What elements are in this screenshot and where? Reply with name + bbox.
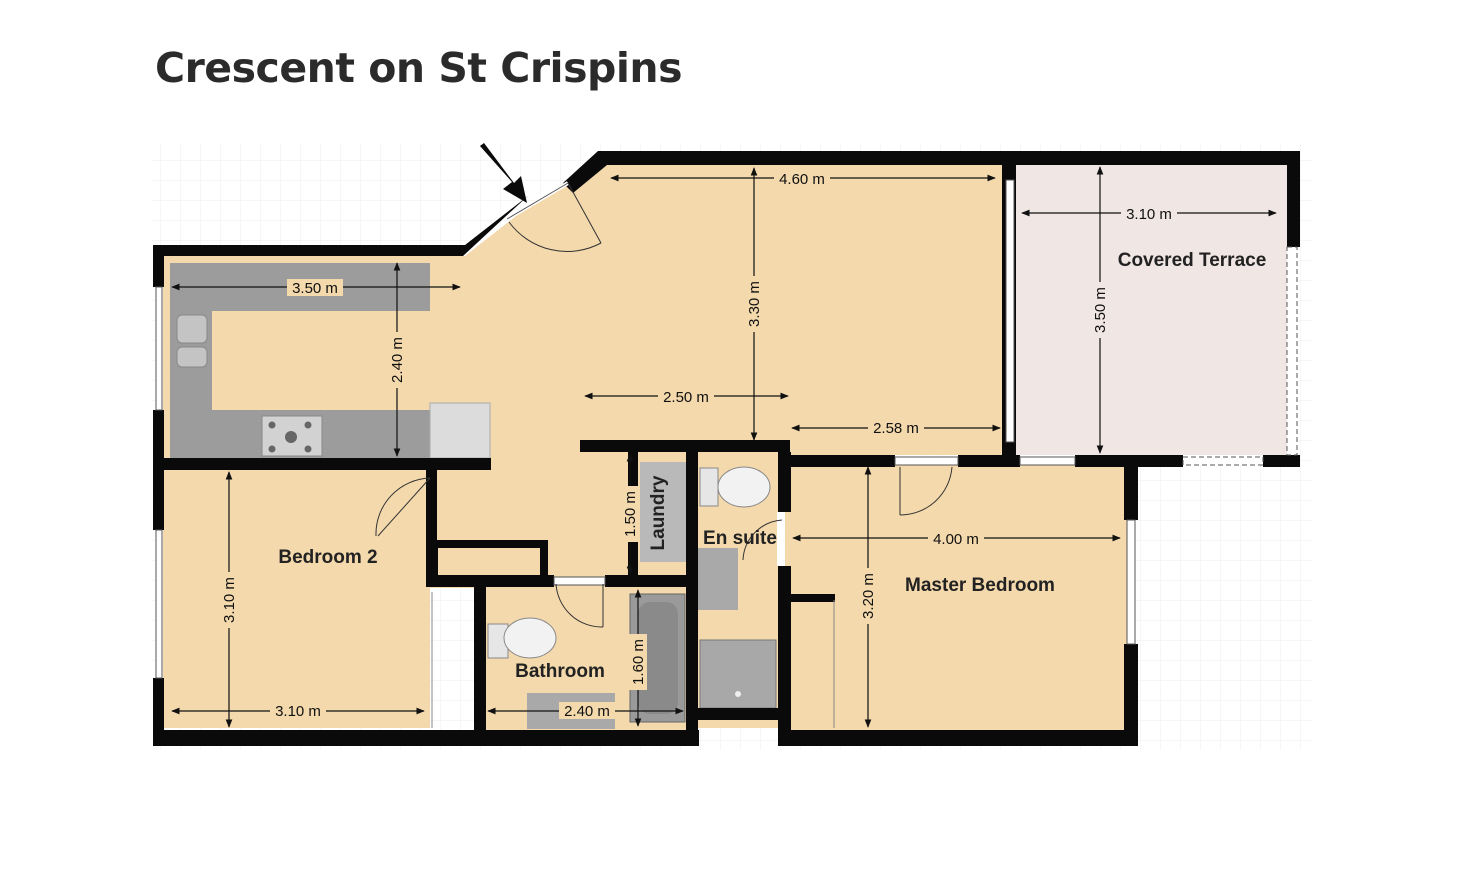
dim-master-depth: 3.20 m	[860, 573, 877, 619]
dim-bath-depth: 1.60 m	[630, 639, 647, 685]
windows	[155, 179, 1298, 679]
toilet-icon	[699, 466, 771, 508]
shower-icon	[699, 639, 777, 709]
laundry-tub	[640, 462, 688, 562]
dim-living-width: 4.60 m	[779, 171, 825, 188]
page-title: Crescent on St Crispins	[155, 44, 683, 92]
entry-arrow-icon	[480, 143, 527, 203]
dim-terrace-depth: 3.50 m	[1092, 287, 1109, 333]
room-labels: Covered Terrace Bedroom 2 Laundry En sui…	[278, 250, 1266, 682]
room-bathroom: Bathroom	[515, 661, 605, 682]
dimension-labels: 4.60 m 3.30 m 3.50 m 2.40 m 2.50 m 2.58 …	[221, 171, 1172, 720]
master-floor	[785, 460, 1130, 730]
room-bedroom-2: Bedroom 2	[278, 547, 377, 568]
toilet-icon	[487, 617, 557, 659]
dim-laundry-depth: 1.50 m	[622, 491, 639, 537]
dim-kitchen-width: 3.50 m	[292, 280, 338, 297]
ensuite-vanity	[698, 548, 738, 610]
dim-living-mid: 2.50 m	[663, 389, 709, 406]
room-master-bedroom: Master Bedroom	[905, 575, 1055, 596]
room-en-suite: En suite	[703, 528, 777, 549]
dim-master-width: 4.00 m	[933, 531, 979, 548]
dim-bed2-depth: 3.10 m	[221, 577, 238, 623]
dim-living-depth: 3.30 m	[746, 281, 763, 327]
dim-kitchen-depth: 2.40 m	[389, 337, 406, 383]
room-covered-terrace: Covered Terrace	[1118, 250, 1267, 271]
doors	[375, 181, 953, 728]
dim-bed2-width: 3.10 m	[275, 703, 321, 720]
sink-icon	[176, 314, 208, 368]
room-laundry: Laundry	[648, 475, 669, 550]
dim-bath-width: 2.40 m	[564, 703, 610, 720]
entry-wall	[153, 196, 528, 265]
dim-living-lower: 2.58 m	[873, 420, 919, 437]
dim-terrace-width: 3.10 m	[1126, 206, 1172, 223]
fridge	[429, 402, 491, 459]
dimension-label-bg	[220, 170, 1177, 719]
cooktop-icon	[261, 415, 323, 457]
